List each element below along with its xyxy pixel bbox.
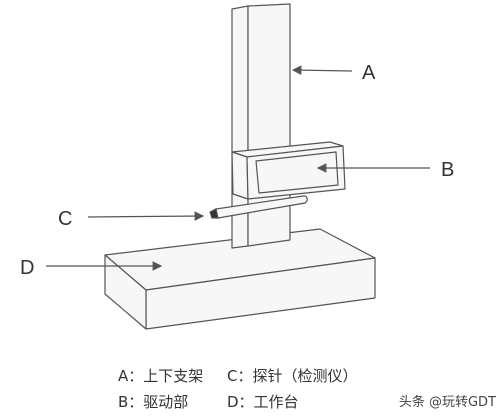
work-table xyxy=(104,228,376,330)
legend-b: B：驱动部 xyxy=(118,393,189,411)
probe xyxy=(209,195,308,219)
watermark: 头条 @玩转GDT xyxy=(398,395,496,410)
arrow-a xyxy=(291,65,353,75)
callout-arrows xyxy=(46,65,430,271)
arrow-c xyxy=(87,211,205,221)
legend-c: C：探针（检测仪） xyxy=(227,367,358,385)
legend-a: A：上下支架 xyxy=(118,367,204,385)
callout-c: C xyxy=(58,208,72,230)
callout-b: B xyxy=(441,159,454,181)
legend-d: D：工作台 xyxy=(227,393,299,411)
drive-unit xyxy=(231,141,346,200)
callout-a: A xyxy=(362,62,376,84)
callout-d: D xyxy=(20,257,34,279)
